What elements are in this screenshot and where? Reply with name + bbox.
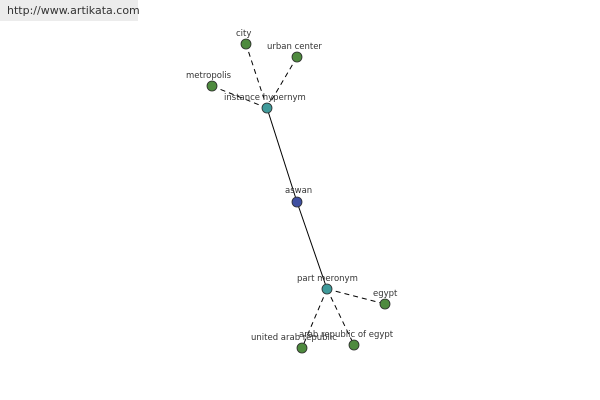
node-city[interactable]: city: [236, 29, 252, 50]
node-urban-center[interactable]: urban center: [267, 42, 322, 63]
edge-instance-hypernym-to-urban-center: [266, 56, 298, 109]
source-url-link[interactable]: http://www.artikata.com: [0, 0, 140, 21]
node-aswan[interactable]: aswan: [285, 186, 312, 208]
node-dot-egypt[interactable]: [379, 298, 391, 310]
node-label-metropolis: metropolis: [186, 71, 232, 81]
node-instance-hypernym[interactable]: instance hypernym: [224, 93, 306, 114]
edge-part-meronym-to-arab-republic-of-egypt: [326, 288, 355, 346]
node-label-arab-republic-of-egypt: arab republic of egypt: [299, 330, 394, 340]
node-label-instance-hypernym: instance hypernym: [224, 93, 306, 103]
node-arab-republic-of-egypt[interactable]: arab republic of egypt: [299, 330, 394, 351]
node-label-city: city: [236, 29, 251, 39]
edge-aswan-to-instance-hypernym: [266, 107, 298, 203]
node-united-arab-republic[interactable]: united arab republic: [251, 333, 337, 354]
node-layer: aswan instance hypernym part meronym city ur…: [186, 29, 398, 354]
node-dot-united-arab-republic[interactable]: [296, 342, 308, 354]
node-egypt[interactable]: egypt: [373, 289, 398, 310]
node-dot-part-meronym[interactable]: [321, 283, 333, 295]
node-dot-aswan[interactable]: [291, 196, 303, 208]
edge-instance-hypernym-to-city: [245, 43, 268, 109]
node-label-united-arab-republic: united arab republic: [251, 333, 337, 343]
edge-instance-hypernym-to-metropolis: [211, 85, 268, 109]
edge-layer: [211, 43, 386, 349]
edge-part-meronym-to-egypt: [326, 288, 386, 305]
node-dot-city[interactable]: [240, 38, 252, 50]
node-label-part-meronym: part meronym: [297, 274, 358, 284]
node-dot-urban-center[interactable]: [291, 51, 303, 63]
node-dot-metropolis[interactable]: [206, 80, 218, 92]
node-dot-instance-hypernym[interactable]: [261, 102, 273, 114]
node-part-meronym[interactable]: part meronym: [297, 274, 358, 295]
edge-part-meronym-to-united-arab-republic: [301, 288, 328, 349]
node-label-urban-center: urban center: [267, 42, 322, 52]
node-dot-arab-republic-of-egypt[interactable]: [348, 339, 360, 351]
edge-aswan-to-part-meronym: [296, 201, 328, 290]
node-label-egypt: egypt: [373, 289, 398, 299]
node-label-aswan: aswan: [285, 186, 312, 196]
node-metropolis[interactable]: metropolis: [186, 71, 232, 92]
